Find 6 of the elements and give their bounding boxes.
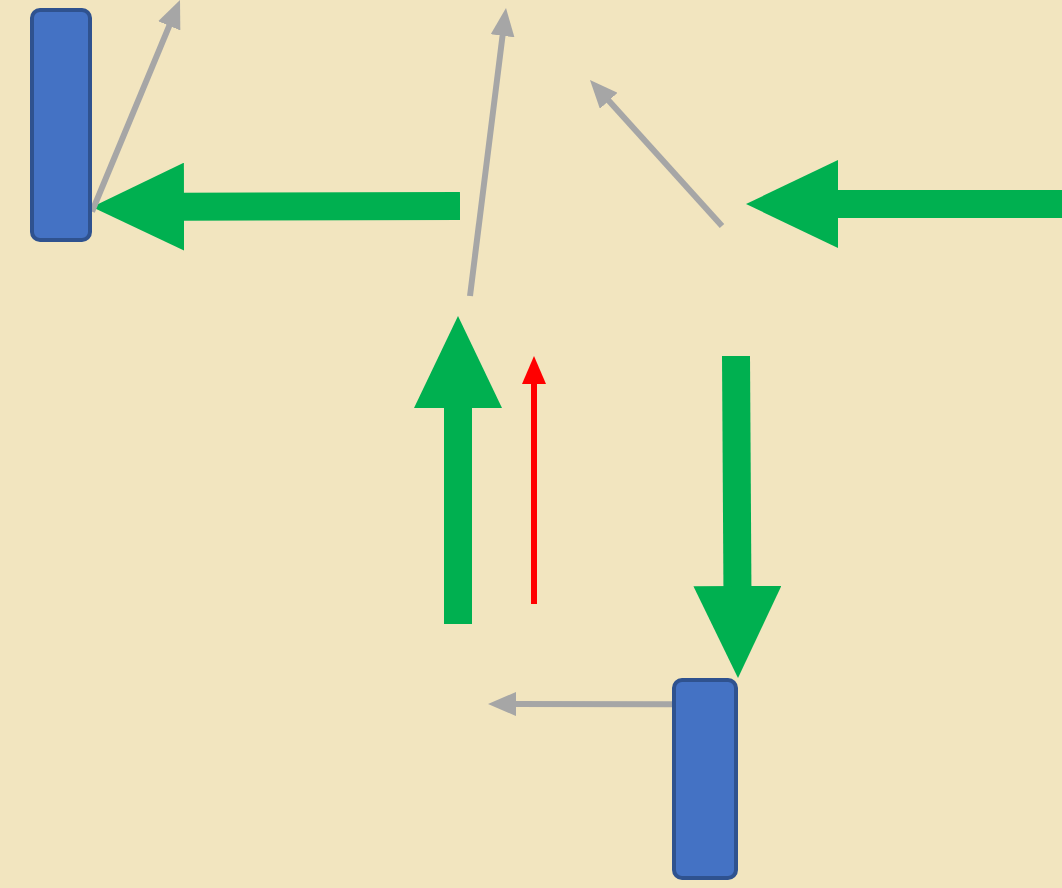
arrow — [693, 355, 782, 678]
arrow — [488, 692, 672, 717]
arrow — [89, 0, 181, 213]
arrow — [92, 162, 461, 251]
block — [30, 8, 92, 242]
block — [672, 678, 738, 880]
